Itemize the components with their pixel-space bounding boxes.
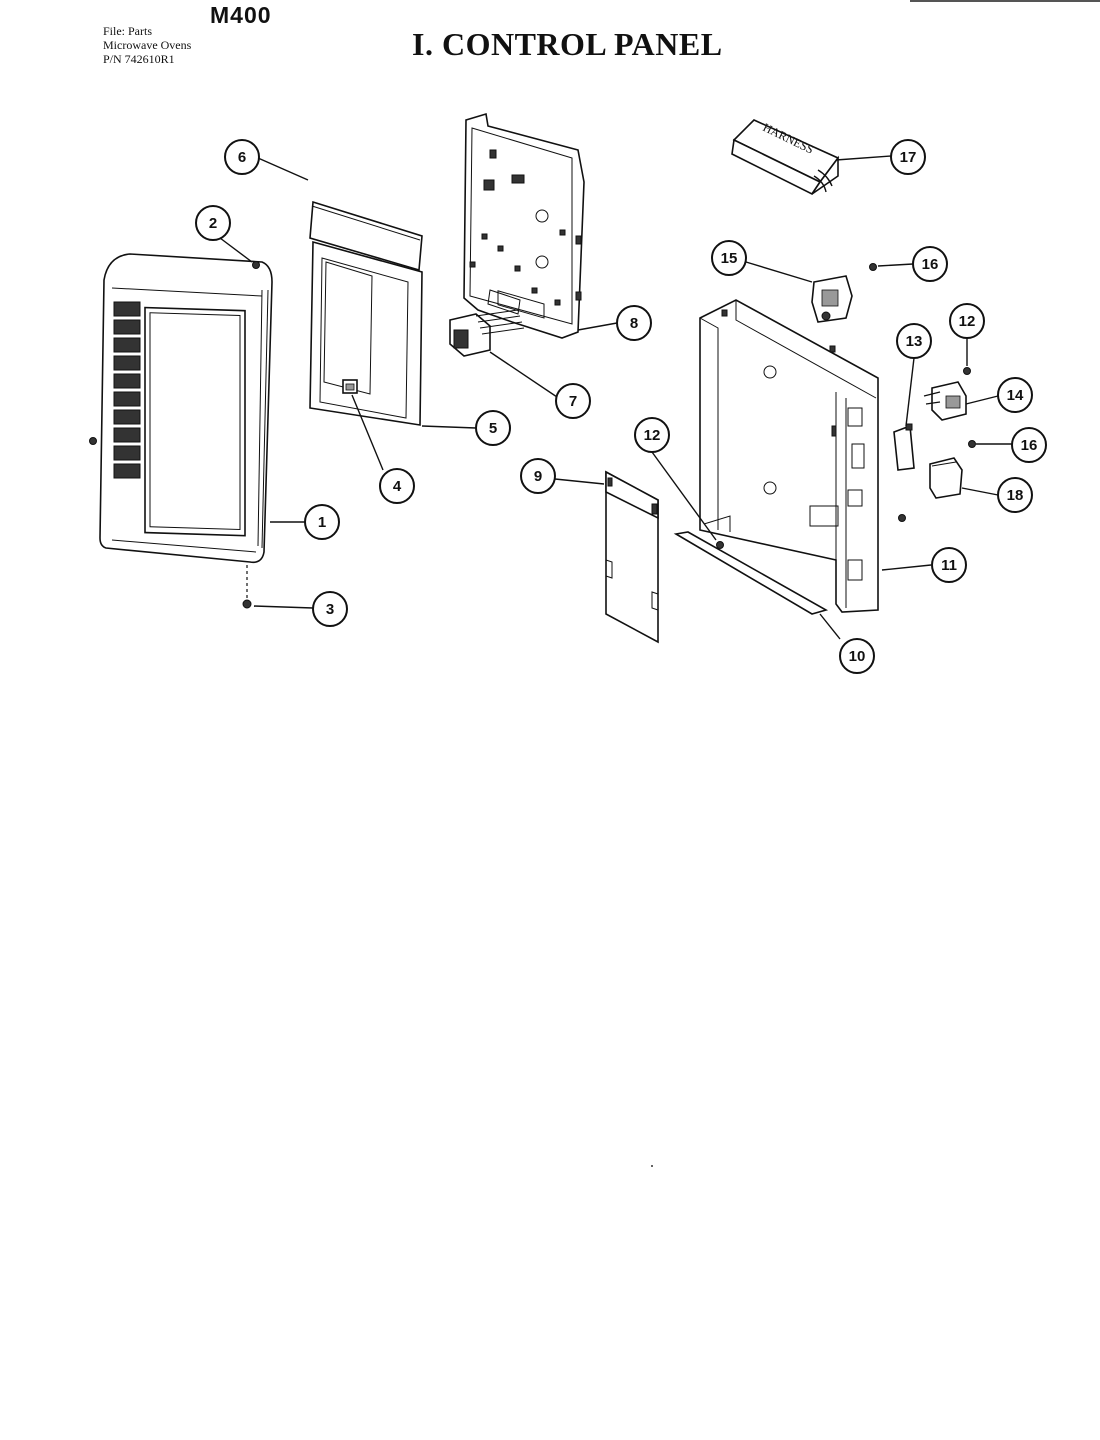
top-rule — [910, 0, 1100, 2]
callout-17: 17 — [890, 139, 926, 175]
svg-text:16: 16 — [1021, 437, 1038, 454]
callout-12-b: 12 — [634, 417, 670, 453]
callout-9: 9 — [520, 458, 556, 494]
file-line: P/N 742610R1 — [103, 52, 175, 66]
part-relay — [929, 457, 963, 499]
callout-2: 2 — [195, 205, 231, 241]
svg-text:15: 15 — [721, 250, 738, 267]
part-touch-membrane — [309, 240, 423, 426]
svg-text:17: 17 — [900, 149, 917, 166]
callout-10: 10 — [839, 638, 875, 674]
page-title: I. CONTROL PANEL — [412, 26, 723, 62]
svg-text:12: 12 — [644, 427, 661, 444]
vent-slots — [113, 301, 141, 479]
svg-text:14: 14 — [1007, 387, 1024, 404]
part-control-panel-frame — [99, 253, 273, 564]
leader-lines — [219, 155, 1012, 640]
svg-text:2: 2 — [209, 215, 217, 232]
svg-text:5: 5 — [489, 420, 497, 437]
part-connector — [449, 309, 525, 357]
callout-4: 4 — [379, 468, 415, 504]
part-screw-12 — [963, 367, 971, 375]
callout-14: 14 — [997, 377, 1033, 413]
part-screw-left — [89, 437, 97, 445]
part-screw-16b — [968, 440, 976, 448]
callout-11: 11 — [931, 547, 967, 583]
part-screw — [252, 261, 260, 269]
speck — [651, 1165, 653, 1167]
part-bottom-screw — [242, 565, 252, 609]
part-control-housing — [699, 299, 879, 613]
callout-16-a: 16 — [912, 246, 948, 282]
callout-6: 6 — [224, 139, 260, 175]
part-harness-box: HARNESS — [731, 119, 840, 196]
part-small-board — [605, 470, 659, 644]
svg-text:13: 13 — [906, 333, 923, 350]
part-window-strip — [309, 200, 423, 272]
file-info: File: Parts Microwave Ovens P/N 742610R1 — [103, 24, 191, 66]
callout-12-a: 12 — [949, 303, 985, 339]
svg-text:4: 4 — [393, 478, 402, 495]
part-bottom-strip — [673, 531, 829, 615]
svg-text:16: 16 — [922, 256, 939, 273]
part-sensor — [811, 275, 853, 323]
part-control-board — [463, 112, 585, 339]
svg-text:10: 10 — [849, 648, 866, 665]
file-line: File: Parts — [103, 24, 153, 38]
callout-5: 5 — [475, 410, 511, 446]
part-switch — [923, 381, 967, 421]
model-number: M400 — [210, 2, 272, 28]
svg-text:7: 7 — [569, 393, 577, 410]
callout-15: 15 — [711, 240, 747, 276]
callout-1: 1 — [304, 504, 340, 540]
part-screw-12b — [716, 541, 724, 549]
callout-8: 8 — [616, 305, 652, 341]
part-screw-16 — [869, 263, 877, 271]
svg-text:3: 3 — [326, 601, 334, 618]
callout-16-b: 16 — [1011, 427, 1047, 463]
svg-text:1: 1 — [318, 514, 326, 531]
svg-text:18: 18 — [1007, 487, 1024, 504]
svg-text:9: 9 — [534, 468, 542, 485]
part-small-bracket — [893, 423, 915, 471]
file-line: Microwave Ovens — [103, 38, 192, 52]
svg-text:6: 6 — [238, 149, 246, 166]
callout-18: 18 — [997, 477, 1033, 513]
svg-text:12: 12 — [959, 313, 976, 330]
callout-7: 7 — [555, 383, 591, 419]
callout-3: 3 — [312, 591, 348, 627]
svg-text:8: 8 — [630, 315, 638, 332]
svg-text:11: 11 — [941, 557, 957, 574]
callout-13: 13 — [896, 323, 932, 359]
